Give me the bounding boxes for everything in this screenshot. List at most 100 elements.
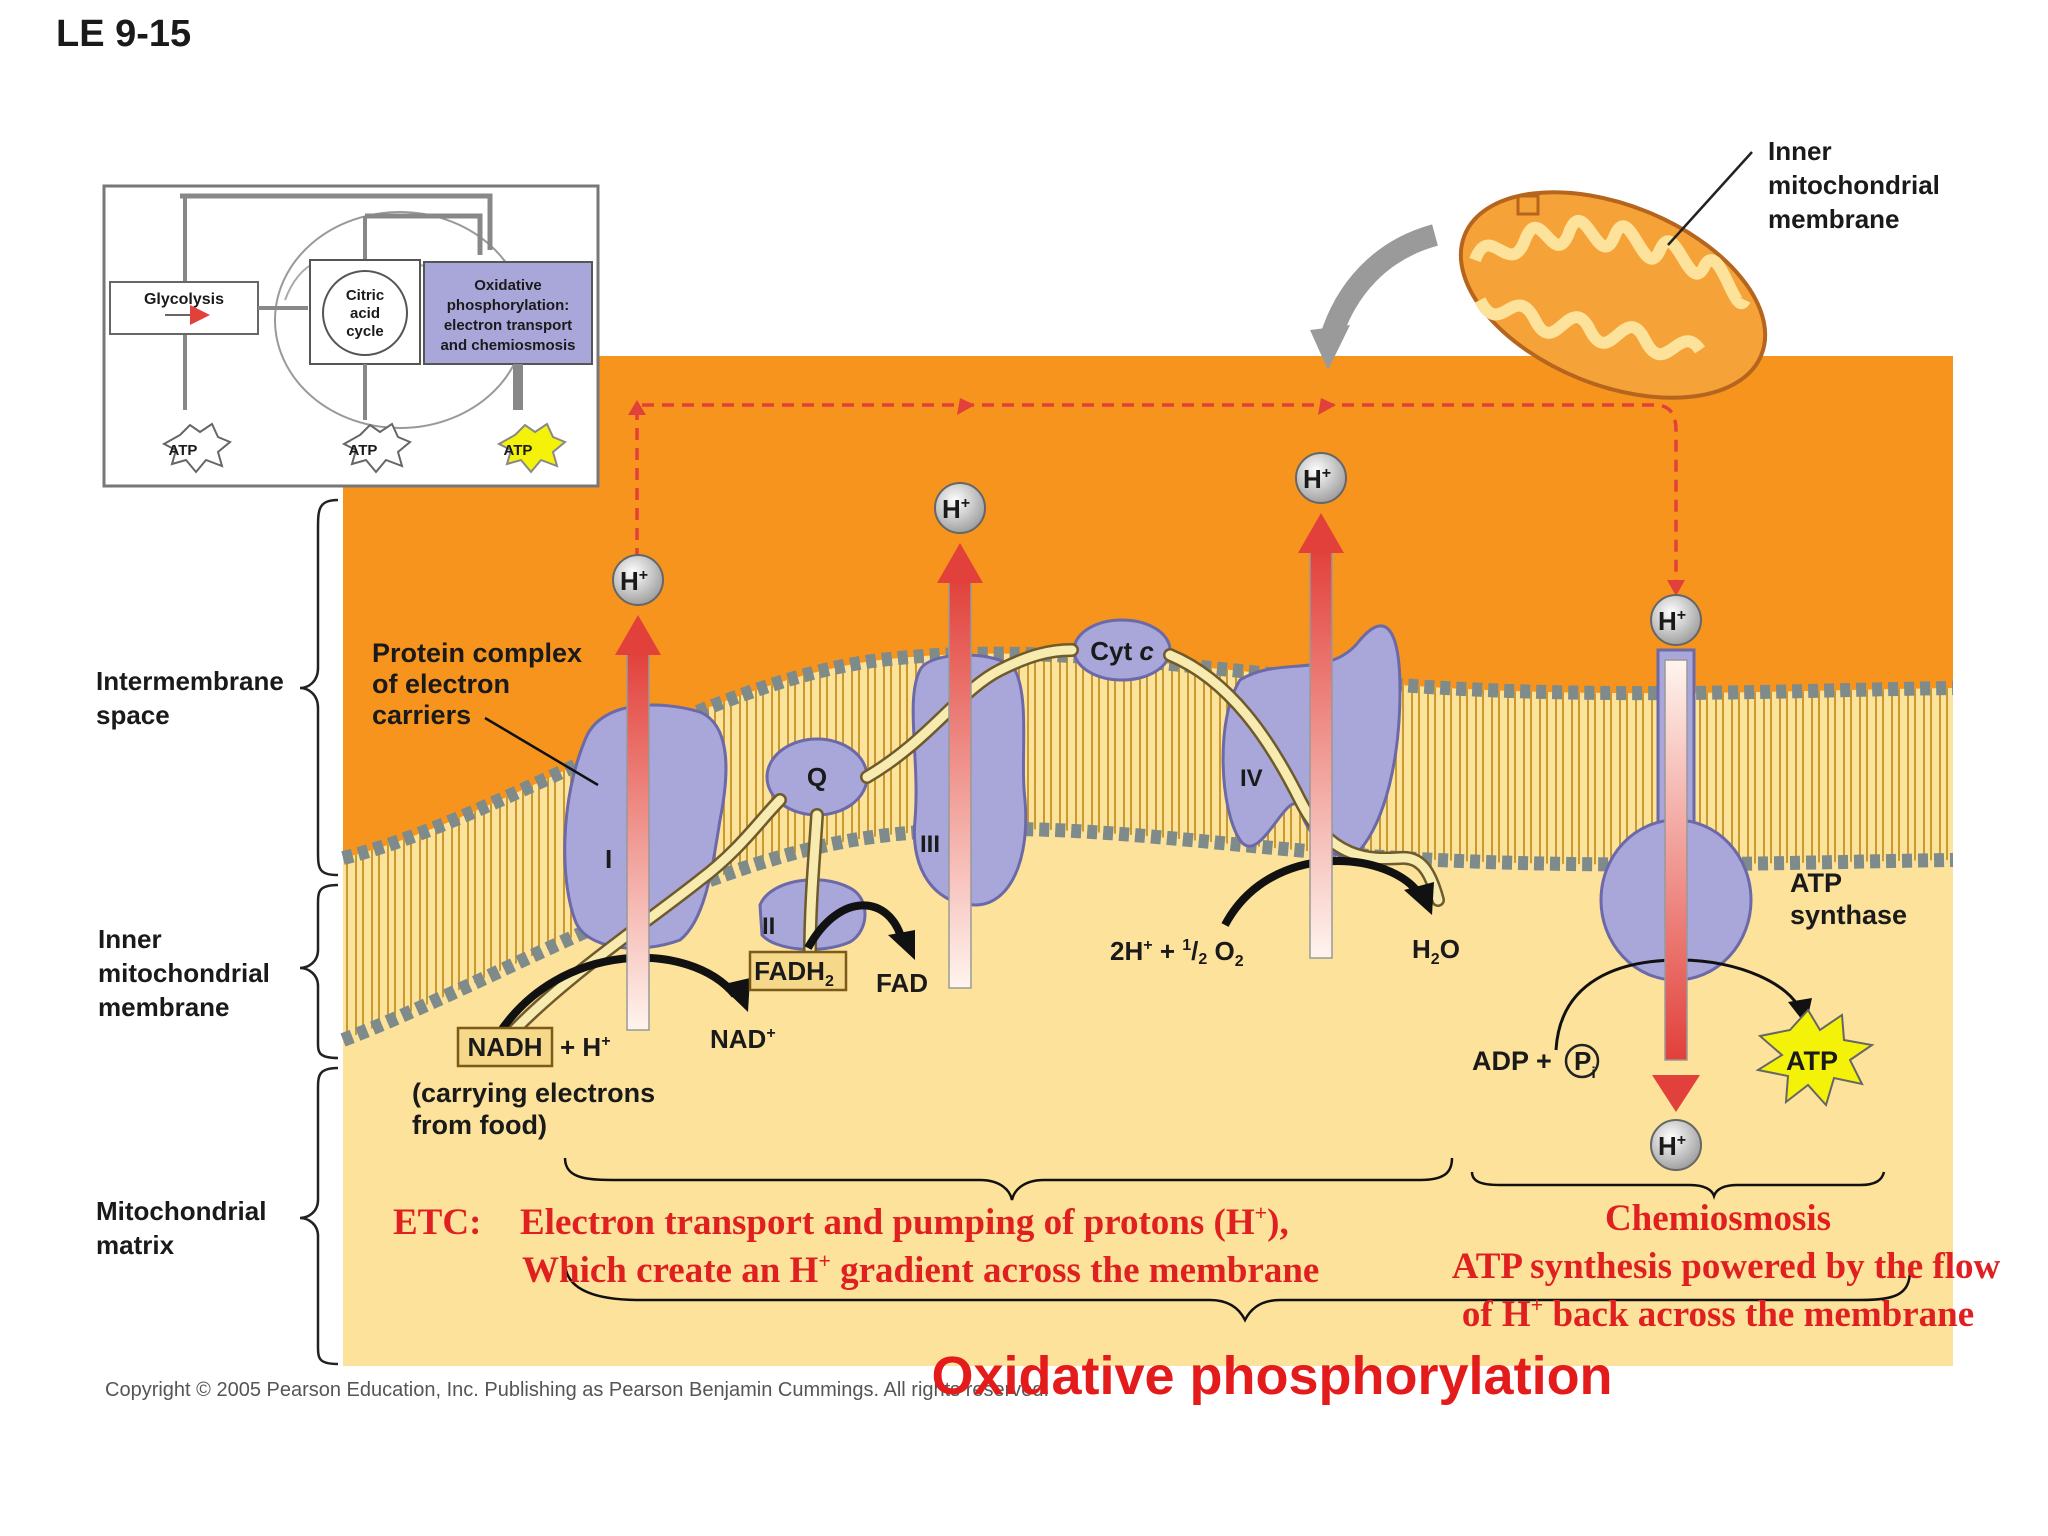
etc-prefix: ETC: — [393, 1202, 481, 1243]
phosphate-label: Pi — [1574, 1046, 1596, 1082]
electron-path-1 — [500, 795, 785, 1045]
etc-brace — [563, 1157, 1454, 1201]
mitochondrion-illustration — [1310, 151, 1768, 400]
h-ion-complex-iv: H+ — [1295, 452, 1347, 504]
inset-atp-3: ATP — [504, 442, 533, 459]
complex-iii-label: III — [920, 831, 940, 858]
svg-text:H+: H+ — [1658, 606, 1686, 636]
citric-label-2: acid — [350, 305, 380, 322]
nad-label: NAD+ — [710, 1024, 776, 1054]
phosphate-circle-icon — [1564, 1043, 1600, 1079]
etc-line-1: Electron transport and pumping of proton… — [520, 1200, 1289, 1243]
cytochrome-c: Cyt c — [1072, 618, 1172, 682]
glycolysis-box — [109, 281, 259, 335]
intermembrane-label-2: space — [96, 700, 170, 730]
membrane-label-1: Inner — [98, 924, 162, 954]
fadh2-reaction-arrow — [804, 901, 906, 950]
adp-label: ADP + — [1472, 1046, 1552, 1076]
svg-text:H+: H+ — [1303, 464, 1331, 494]
inset-atp-1: ATP — [169, 442, 198, 459]
nadh-reaction-arrow — [494, 953, 739, 1038]
svg-text:H+: H+ — [620, 566, 648, 596]
svg-text:H+: H+ — [942, 494, 970, 524]
overall-title: Oxidative phosphorylation — [931, 1346, 1612, 1406]
return-arrowhead-2-icon — [957, 398, 975, 415]
callout-line-1: Protein complex — [372, 638, 582, 668]
atp-burst-2-icon — [341, 422, 412, 474]
atp-label: ATP — [1786, 1046, 1838, 1076]
nadh-box — [456, 1026, 554, 1068]
citric-label-3: cycle — [346, 323, 384, 340]
oxphos-label-4: and chemiosmosis — [440, 337, 575, 354]
oxphos-label-2: phosphorylation: — [447, 297, 570, 314]
intermembrane-region — [343, 356, 1953, 858]
h-ion-synthase-top: H+ — [1650, 594, 1702, 646]
h-ion-synthase-bottom: H+ — [1650, 1119, 1702, 1171]
membrane-label-2: mitochondrial — [98, 958, 270, 988]
proton-arrow-synthase — [1652, 659, 1700, 1112]
callout-pointer — [484, 716, 599, 787]
atp-burst-1-icon — [161, 422, 232, 474]
oxphos-label-1: Oxidative — [474, 277, 542, 294]
atp-synthase-label-2: synthase — [1790, 900, 1907, 930]
inset-overview: Glycolysis Citric acid cycle Oxidative p… — [102, 184, 600, 488]
svg-text:H+: H+ — [1658, 1131, 1686, 1161]
mito-label-1: Inner — [1768, 136, 1832, 166]
complex-i-label: I — [605, 844, 612, 874]
matrix-label-1: Mitochondrial — [96, 1196, 266, 1226]
nadh-arrowhead-icon — [720, 978, 750, 1012]
mito-label-2: mitochondrial — [1768, 170, 1940, 200]
proton-arrow-i — [615, 615, 661, 1031]
oxygen-arrowhead-icon — [1404, 882, 1434, 915]
nadh-label: NADH — [467, 1032, 542, 1062]
h-ion-complex-iii: H+ — [934, 482, 986, 534]
chemiosmosis-line-2: of H+ back across the membrane — [1462, 1292, 1974, 1335]
fadh2-label: FADH2 — [754, 956, 834, 990]
atp-burst-icon — [1755, 1008, 1875, 1107]
citric-cycle-icon — [322, 270, 408, 356]
q-label: Q — [807, 762, 827, 792]
cyt-c-label: Cyt c — [1090, 636, 1154, 666]
proton-arrow-iii — [937, 543, 983, 989]
water-label: H2O — [1412, 934, 1460, 968]
glycolysis-label: Glycolysis — [144, 291, 224, 308]
oxphos-box — [423, 261, 593, 365]
fad-label: FAD — [876, 968, 928, 998]
matrix-label-2: matrix — [96, 1230, 175, 1260]
nadh-plus-h-label: + H+ — [560, 1032, 611, 1062]
figure-id: LE 9-15 — [56, 13, 191, 55]
fadh2-arrowhead-icon — [888, 930, 915, 960]
zoom-arrow-icon — [1310, 325, 1350, 370]
copyright-text: Copyright © 2005 Pearson Education, Inc.… — [105, 1379, 1049, 1401]
callout-line-2: of electron — [372, 669, 510, 699]
atp-burst-3-icon — [496, 422, 567, 474]
overall-brace — [563, 1261, 1912, 1323]
citric-box — [309, 259, 421, 365]
atp-synthase-label-1: ATP — [1790, 868, 1842, 898]
membrane-label-3: membrane — [98, 992, 230, 1022]
carrying-label-1: (carrying electrons — [412, 1078, 655, 1108]
chemiosmosis-line-1: ATP synthesis powered by the flow — [1452, 1246, 2001, 1287]
intermembrane-label-1: Intermembrane — [96, 666, 284, 696]
h-ion-complex-i: H+ — [612, 554, 664, 606]
mito-label-3: membrane — [1768, 204, 1900, 234]
fadh2-box — [748, 950, 848, 992]
electron-path-3 — [862, 645, 1077, 782]
citric-label-1: Citric — [346, 287, 384, 304]
complex-ii-label: II — [762, 913, 775, 940]
etc-line-2: Which create an H+ gradient across the m… — [522, 1248, 1319, 1291]
region-braces — [299, 498, 339, 1366]
return-arrowhead-3-icon — [1318, 398, 1336, 415]
chemiosmosis-title: Chemiosmosis — [1605, 1198, 1831, 1239]
proton-arrow-iv — [1298, 513, 1344, 959]
return-arrowhead-4-icon — [1667, 580, 1685, 596]
inset-atp-2: ATP — [349, 442, 378, 459]
oxphos-label-3: electron transport — [444, 317, 572, 334]
return-arrowhead-1-icon — [628, 400, 646, 415]
carrying-label-2: from food) — [412, 1110, 547, 1140]
oxygen-label: 2H+ + 1/2 O2 — [1110, 936, 1244, 970]
callout-line-3: carriers — [372, 700, 471, 730]
complex-iv-label: IV — [1240, 765, 1263, 792]
proton-return-path — [635, 403, 1678, 590]
